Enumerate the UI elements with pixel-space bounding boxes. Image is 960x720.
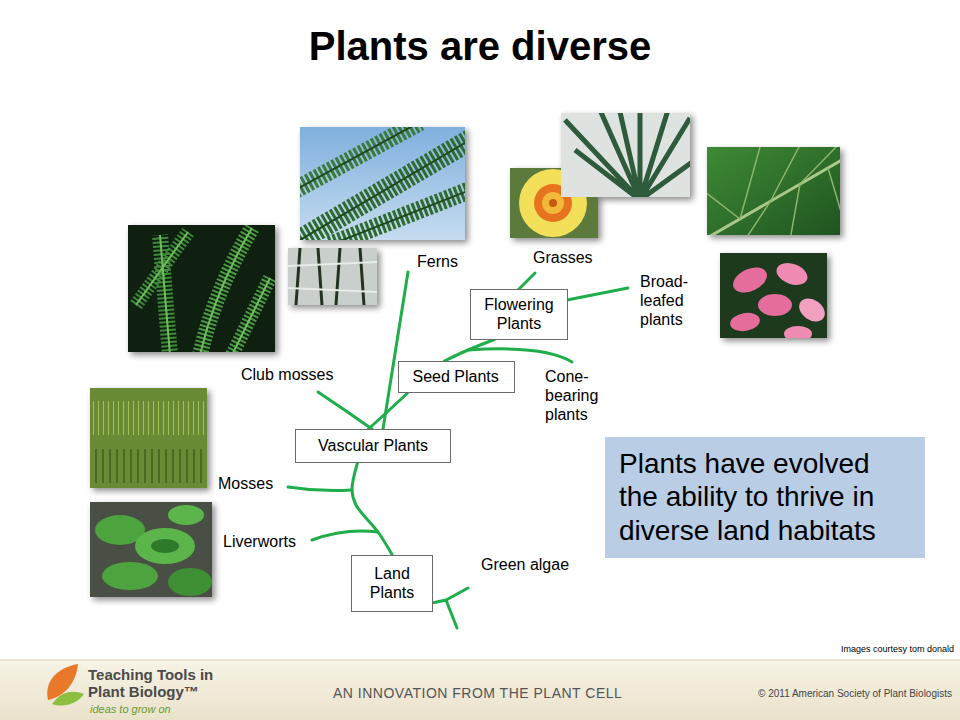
tree-branches	[288, 272, 628, 628]
fern-stem	[300, 127, 465, 240]
moss-stalks	[90, 401, 207, 435]
callout-box: Plants have evolved the ability to thriv…	[605, 437, 925, 558]
tree-label: Club mosses	[241, 365, 333, 384]
flower	[774, 259, 811, 289]
clade-name: Land Plants	[361, 564, 423, 602]
footer-band	[0, 660, 960, 720]
tree-label: Grasses	[533, 248, 593, 267]
fern-rib	[296, 248, 364, 305]
tree-label: Cone-bearing plants	[545, 367, 609, 425]
moss-stem	[136, 228, 270, 352]
tree-label: Liverworts	[223, 532, 296, 551]
club-mosses-branch	[318, 392, 372, 429]
leaf-vein	[707, 147, 840, 235]
flower	[784, 326, 812, 338]
liverwort-photo	[90, 502, 212, 597]
photo-shadow	[90, 502, 212, 597]
moss-stalks	[90, 449, 207, 483]
photo-shadow	[288, 248, 377, 305]
fern-photo	[300, 127, 465, 240]
footer-rule	[0, 660, 960, 661]
photo-shadow	[720, 253, 827, 338]
tree-label: Broad-leafed plants	[640, 272, 702, 330]
clade-box: Flowering Plants	[470, 289, 568, 340]
footer-text: AN INNOVATION FROM THE PLANT CELL	[333, 685, 622, 702]
clade-name: Seed Plants	[413, 367, 499, 386]
label-anchor: Club mosses	[241, 365, 333, 384]
label-anchor: Green algae	[481, 555, 569, 574]
label-anchor: AN INNOVATION FROM THE PLANT CELL	[333, 685, 622, 702]
footer-copyright: © 2011 American Society of Plant Biologi…	[758, 688, 952, 700]
tree-label: Ferns	[417, 252, 458, 271]
tree-branch	[352, 463, 392, 555]
liverwort-thallus	[151, 539, 179, 553]
slide-title: Plants are diverse	[0, 22, 960, 70]
fern-rib	[288, 262, 377, 292]
clade-box: Vascular Plants	[295, 429, 451, 463]
label-anchor: © 2011 American Society of Plant Biologi…	[758, 688, 952, 700]
title-anchor: Plants are diverse	[0, 22, 960, 70]
flower	[758, 294, 792, 316]
label-anchor: Images courtesy tom donald	[841, 644, 954, 655]
label-anchor: Grasses	[533, 248, 593, 267]
clade-box: Seed Plants	[398, 361, 515, 393]
footer-brand: Teaching Tools in Plant Biology™	[88, 666, 223, 701]
fern-ribs-photo	[288, 248, 377, 305]
liverworts-branch	[312, 531, 378, 540]
clade-name: Vascular Plants	[318, 436, 428, 455]
label-anchor: ideas to grow on	[90, 703, 171, 716]
flower	[729, 311, 762, 334]
callout-text: Plants have evolved the ability to thriv…	[619, 447, 911, 548]
logo-leaf	[52, 692, 84, 706]
broad-leaf-photo	[707, 147, 840, 235]
grass-photo	[561, 113, 690, 197]
flower-centre	[549, 199, 557, 207]
label-anchor: Liverworts	[223, 532, 296, 551]
image-credit: Images courtesy tom donald	[841, 644, 954, 655]
fern-frond	[330, 190, 465, 240]
label-anchor: Ferns	[417, 252, 458, 271]
tree-label: Mosses	[218, 474, 273, 493]
footer-tagline: ideas to grow on	[90, 703, 171, 716]
tree-branch	[368, 393, 407, 429]
photo-ground	[707, 147, 840, 235]
tree-label: Green algae	[481, 555, 569, 574]
liverwort-thallus	[168, 568, 212, 596]
liverwort-thallus	[102, 562, 158, 590]
clade-name: Flowering Plants	[479, 295, 559, 333]
tree-branch	[444, 340, 494, 362]
photo-ground	[720, 253, 827, 338]
label-anchor: Broad-leafed plants	[640, 272, 702, 330]
photo-shadow	[707, 147, 840, 235]
flower	[795, 294, 827, 326]
mosses-branch	[288, 487, 352, 491]
liverwort-thallus	[168, 505, 204, 525]
grass-blade	[565, 113, 690, 197]
moss-photo	[90, 388, 207, 488]
photo-ground	[288, 248, 377, 305]
label-anchor: Cone-bearing plants	[545, 367, 609, 425]
photo-ground	[90, 502, 212, 597]
label-anchor: Mosses	[218, 474, 273, 493]
broad-leafed-branch	[567, 288, 628, 300]
green-algae-branch	[432, 588, 468, 628]
clade-box: Land Plants	[351, 555, 433, 612]
grasses-branch	[518, 273, 535, 290]
liverwort-thallus	[135, 528, 195, 564]
club-moss-photo	[128, 225, 275, 352]
flower-centre	[542, 192, 564, 214]
flower	[729, 262, 771, 297]
pink-flower-photo	[720, 253, 827, 338]
label-anchor: Teaching Tools in Plant Biology™	[88, 666, 223, 701]
